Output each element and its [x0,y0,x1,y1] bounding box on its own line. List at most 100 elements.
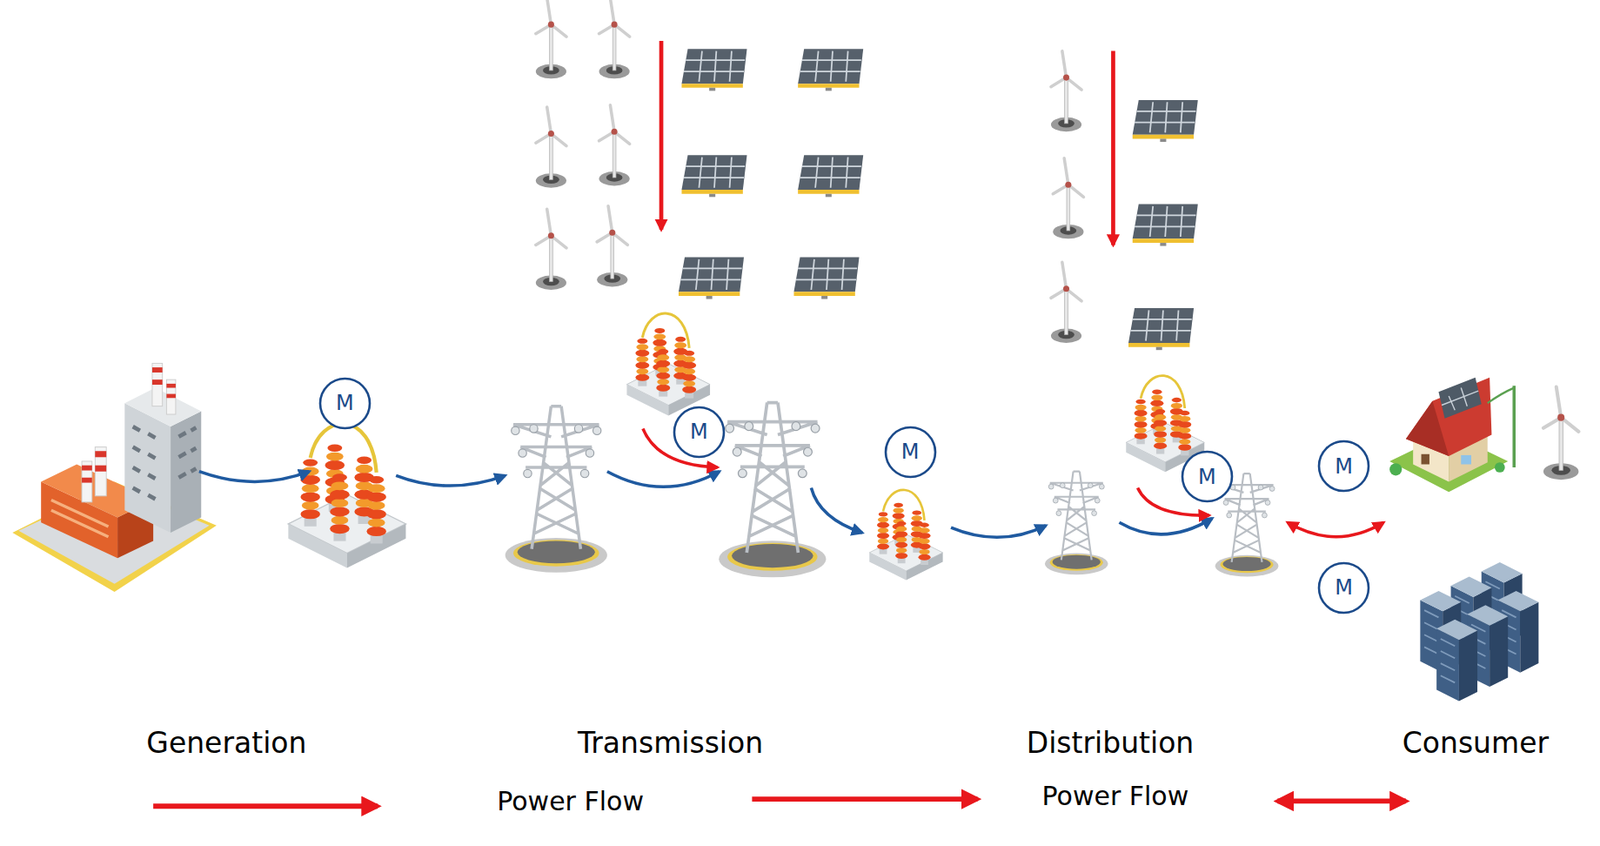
legend-arrows [153,798,1406,806]
house [1441,388,1479,411]
meter-letter: M [1334,455,1353,478]
power-plant [166,379,176,415]
power-plant [133,426,197,499]
data-center-block [1436,619,1478,702]
pylon [1044,471,1109,575]
renewable-cluster [535,0,864,300]
power-plant [152,367,163,373]
house [1438,377,1481,419]
power-plant [152,362,163,406]
legend-arrow [1277,797,1406,804]
house [1389,377,1514,492]
wind-turbine [1543,387,1579,481]
power-plant [94,465,107,472]
transformer [287,423,406,569]
meter-circle: M [1317,561,1371,615]
house [1512,385,1516,468]
house [1421,454,1430,465]
power-flow-arrow [659,40,664,230]
solar-panel [797,154,864,197]
pylon [718,402,826,578]
power-plant [94,450,107,457]
legend-item: Power Flow [496,785,644,817]
power-plant [81,477,93,483]
power-flow-arrow [1287,522,1384,536]
solar-panel [1132,100,1199,142]
meter-outline [885,427,936,477]
meter-outline [1318,562,1369,613]
meter-circle: M [318,376,372,430]
meter-letter: M [1198,465,1217,489]
solar-panel [793,256,859,299]
power-plant [124,388,201,428]
flow-arrow [607,471,720,488]
meter-outline [674,407,724,457]
solar-panel [681,48,747,91]
meter-outline [320,378,370,429]
solar-panel [681,154,747,197]
solar-panel [1128,307,1194,350]
meter-circle: M [883,425,938,479]
wind-turbine [535,208,567,290]
legend-text: Power Flow [496,785,644,817]
solar-panel [797,48,864,91]
power-plant [12,362,216,592]
solar-panel [678,256,744,299]
stage-label: Consumer [1402,725,1549,761]
wind-turbine [535,0,567,79]
house [1494,461,1506,473]
meter-circle: M [672,405,726,459]
power-plant [51,500,109,537]
renewable-cluster [1051,51,1199,351]
flow-arrow [950,525,1046,538]
stage-label: Distribution [1026,725,1195,761]
wind-turbine [1051,51,1082,133]
flow-arrow [395,475,505,486]
power-plant [152,379,163,385]
wind-turbine [599,105,630,187]
transformer [626,313,710,416]
legend-text: Power Flow [1042,780,1190,812]
pylon [505,406,608,573]
power-plant [166,394,176,399]
power-plant [94,447,107,496]
wind-turbine [1052,158,1084,240]
meter-letter: M [901,440,920,463]
house [1405,401,1449,456]
house [1389,462,1402,476]
meter-outline [1182,451,1232,502]
transformer [869,489,943,581]
wind-turbine [535,107,567,188]
stage-label: Transmission [577,725,764,761]
solar-panel [1132,203,1199,246]
flow-arrow [199,471,310,483]
meter-outline [1318,441,1369,491]
meter-letter: M [335,391,355,415]
flow-arrow [810,487,863,533]
wind-turbine [1051,261,1082,343]
data-center [1419,562,1539,701]
wind-turbine [596,206,628,288]
wind-turbine [599,0,630,79]
stage-label: Generation [146,725,307,761]
flow-arrows [199,428,1384,537]
meter-letter: M [689,420,709,443]
legend-item: Power Flow [1042,780,1190,812]
meter-letter: M [1334,575,1353,599]
meter-circle: M [1180,449,1234,503]
meter-circle: M [1317,439,1371,493]
power-plant [166,383,176,389]
house [1487,388,1514,404]
house [1405,377,1492,456]
legend-arrow [153,803,378,809]
power-plant [81,465,93,471]
legend-arrow [751,796,978,802]
power-flow-arrow [1111,51,1116,246]
house [1460,455,1472,465]
power-plant [81,461,93,503]
flow-arrow [1118,518,1212,535]
